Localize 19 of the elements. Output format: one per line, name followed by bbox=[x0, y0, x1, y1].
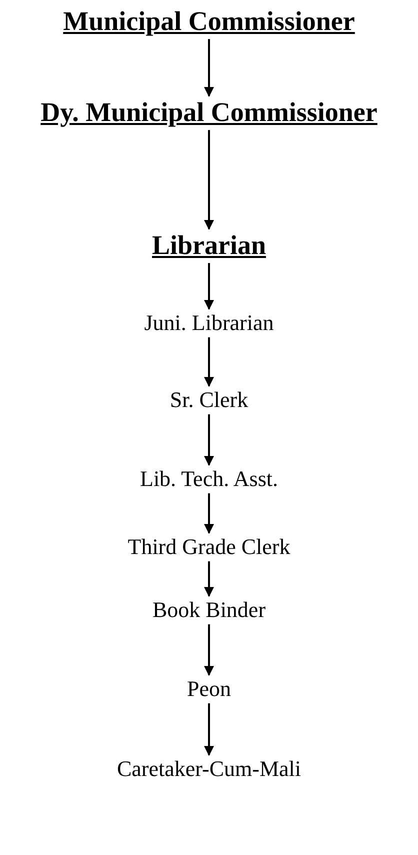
position-label: Juni. Librarian bbox=[144, 310, 274, 336]
position-label: Peon bbox=[187, 676, 231, 702]
position-label: Lib. Tech. Asst. bbox=[140, 466, 278, 492]
arrow bbox=[204, 624, 214, 676]
arrow bbox=[204, 337, 214, 387]
position-title: Municipal Commissioner bbox=[63, 6, 355, 38]
position-label: Third Grade Clerk bbox=[128, 534, 290, 560]
position-title: Librarian bbox=[152, 230, 266, 262]
arrow bbox=[204, 414, 214, 466]
position-label: Book Binder bbox=[152, 597, 266, 622]
arrow bbox=[204, 130, 214, 230]
arrow bbox=[204, 561, 214, 597]
arrow bbox=[204, 703, 214, 756]
position-title: Dy. Municipal Commissioner bbox=[40, 97, 378, 128]
arrow bbox=[204, 39, 214, 97]
position-label: Sr. Clerk bbox=[170, 387, 248, 412]
arrow bbox=[204, 493, 214, 534]
position-label: Caretaker-Cum-Mali bbox=[116, 756, 302, 782]
arrow bbox=[204, 263, 214, 310]
